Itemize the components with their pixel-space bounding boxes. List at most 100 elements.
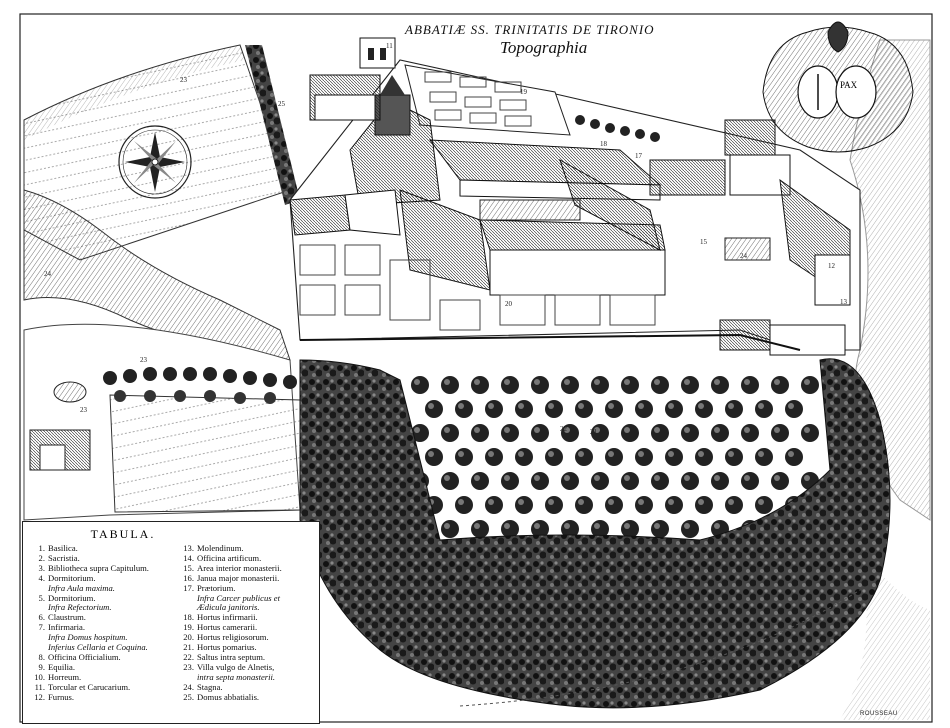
map-label: 24 — [740, 252, 747, 260]
legend-entry: 13.Molendinum. — [180, 544, 320, 554]
legend-number: 4. — [38, 573, 45, 583]
orchard-tree — [425, 448, 443, 466]
orchard-tree — [785, 400, 803, 418]
orchard-tree — [801, 376, 819, 394]
orchard-tree — [485, 496, 503, 514]
orchard-tree — [725, 448, 743, 466]
legend-text: Saltus intra septum. — [197, 652, 266, 662]
legend-entry: Infra Aula maxima. — [31, 584, 181, 594]
legend-text: Claustrum. — [48, 613, 86, 623]
legend-text: Torcular et Carucarium. — [48, 682, 131, 692]
orchard-tree — [755, 496, 773, 514]
legend-text: Officina Officialium. — [48, 652, 121, 662]
orchard-tree — [695, 448, 713, 466]
legend-text: Furnus. — [48, 692, 75, 702]
orchard-tree — [425, 400, 443, 418]
legend-number: 20. — [183, 633, 194, 643]
orchard-tree — [695, 400, 713, 418]
orchard-tree — [605, 496, 623, 514]
legend-number: 14. — [183, 553, 194, 563]
orchard-tree — [665, 400, 683, 418]
orchard-tree — [681, 520, 699, 538]
legend-number: 23. — [183, 662, 194, 672]
orchard-tree — [441, 520, 459, 538]
orchard-tree — [741, 376, 759, 394]
legend-text: Hortus camerarii. — [197, 623, 258, 633]
orchard-tree — [725, 496, 743, 514]
map-label: 23 — [80, 406, 87, 414]
legend-text: Hortus religiosorum. — [197, 633, 269, 643]
woods-22 — [299, 358, 891, 709]
legend-number: 17. — [183, 583, 194, 593]
map-label: 11 — [386, 42, 393, 50]
legend-number: 1. — [38, 544, 45, 553]
orchard-tree — [515, 496, 533, 514]
legend-entry: 17.Prætorium. — [180, 584, 320, 594]
legend-text: Basilica. — [48, 544, 78, 553]
orchard-tree — [441, 376, 459, 394]
legend-text: Infra Refectorium. — [48, 603, 112, 613]
orchard-18 — [575, 115, 660, 142]
orchard-tree — [651, 376, 669, 394]
orchard-tree — [531, 472, 549, 490]
engraver-signature: ROUSSEAU — [860, 711, 898, 717]
orchard-tree — [651, 424, 669, 442]
legend-entry: 10.Horreum. — [31, 673, 181, 683]
legend-entry: 22.Saltus intra septum. — [180, 653, 320, 663]
orchard-tree — [665, 496, 683, 514]
orchard-tree — [711, 472, 729, 490]
legend-entry: 23.Villa vulgo de Alnetis, — [180, 663, 320, 673]
pond-24 — [724, 237, 771, 261]
legend-number: 5. — [38, 593, 45, 603]
map-label: 20 — [505, 300, 512, 308]
map-label: 18 — [600, 140, 607, 148]
orchard-tree — [741, 424, 759, 442]
legend-number: 6. — [38, 613, 45, 623]
orchard-tree — [635, 496, 653, 514]
legend-entry: Infra Refectorium. — [31, 603, 181, 613]
orchard-tree — [531, 376, 549, 394]
orchard-tree — [591, 472, 609, 490]
orchard-tree — [621, 520, 639, 538]
orchard-tree — [471, 520, 489, 538]
orchard-tree — [605, 400, 623, 418]
legend-number: 19. — [183, 623, 194, 633]
legend-entry: Inferius Cellaria et Coquina. — [31, 643, 181, 653]
orchard-tree — [741, 472, 759, 490]
orchard-tree — [621, 424, 639, 442]
orchard-tree — [561, 376, 579, 394]
legend-text: Equilia. — [48, 662, 75, 672]
legend-text: Stagna. — [197, 682, 223, 692]
crest-motto: PAX — [840, 80, 858, 90]
legend-text: Domus abbatialis. — [197, 692, 260, 702]
orchard-tree — [605, 448, 623, 466]
orchard-tree — [501, 376, 519, 394]
orchard-tree — [441, 424, 459, 442]
farm-buildings — [29, 381, 91, 471]
legend-entry: 7.Infirmaria. — [31, 623, 181, 633]
pond-icon — [53, 381, 87, 403]
gardens-20 — [299, 244, 656, 331]
map-title: ABBATIÆ SS. TRINITATIS DE TIRONIO — [405, 22, 655, 37]
orchard-tree — [411, 376, 429, 394]
orchard-tree — [501, 424, 519, 442]
legend-text: Dormitorium. — [48, 593, 96, 603]
legend-entry: 8.Officina Officialium. — [31, 653, 181, 663]
orchard-tree — [771, 472, 789, 490]
orchard-tree — [485, 448, 503, 466]
legend-entry: Infra Carcer publicus et — [180, 594, 320, 604]
tree-row-left — [103, 367, 297, 404]
legend-entry: intra septa monasterii. — [180, 673, 320, 683]
cloister-court — [479, 199, 581, 221]
compass-rose-icon — [118, 125, 192, 199]
orchard-tree — [755, 400, 773, 418]
legend-text: Officina artificum. — [197, 553, 262, 563]
map-label: 21 — [590, 428, 597, 436]
map-label: 13 — [840, 298, 847, 306]
legend-number: 9. — [38, 662, 45, 672]
legend-text: Molendinum. — [197, 544, 244, 553]
legend-text: Hortus pomarius. — [197, 643, 257, 653]
field-lower — [109, 394, 301, 513]
legend-entry: Infra Domus hospitum. — [31, 633, 181, 643]
legend-entry: 18.Hortus infirmarii. — [180, 613, 320, 623]
